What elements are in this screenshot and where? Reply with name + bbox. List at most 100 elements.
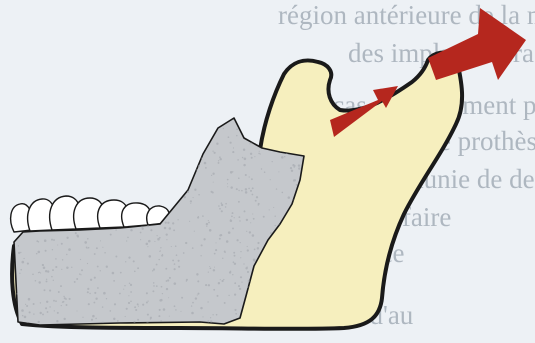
stipple-dot [124,285,125,286]
stipple-dot [250,190,252,192]
stipple-dot [146,292,148,294]
stipple-dot [51,276,53,278]
stipple-dot [45,270,47,272]
stipple-dot [63,318,65,320]
stipple-dot [256,196,258,198]
stipple-dot [174,140,175,141]
stipple-dot [134,306,136,308]
stipple-dot [38,281,40,283]
stipple-dot [15,150,17,152]
stipple-dot [272,161,273,162]
stipple-dot [35,149,37,151]
stipple-dot [189,156,191,158]
stipple-dot [148,301,149,302]
stipple-dot [117,320,119,322]
stipple-dot [62,259,63,260]
stipple-dot [90,154,93,157]
stipple-dot [150,141,152,143]
stipple-dot [77,186,78,187]
stipple-dot [33,303,35,305]
stipple-dot [78,118,80,120]
stipple-dot [180,311,181,312]
stipple-dot [236,128,238,130]
stipple-dot [282,192,284,194]
stipple-dot [145,198,146,199]
stipple-dot [128,172,130,174]
stipple-dot [172,222,174,224]
stipple-dot [172,183,174,185]
stipple-dot [126,153,128,155]
stipple-dot [77,141,79,143]
stipple-dot [217,295,219,297]
stipple-dot [66,254,67,255]
stipple-dot [49,177,51,179]
stipple-dot [157,235,158,236]
stipple-dot [298,167,300,169]
stipple-dot [240,251,241,252]
stipple-dot [180,160,182,162]
stipple-dot [46,140,47,141]
stipple-dot [101,188,102,189]
stipple-dot [232,212,234,214]
stipple-dot [174,263,176,265]
stipple-dot [162,117,164,119]
stipple-dot [96,118,97,119]
stipple-dot [167,279,169,281]
stipple-dot [42,148,43,149]
stipple-dot [62,130,63,131]
stipple-dot [156,198,158,200]
stipple-dot [243,124,244,125]
stipple-dot [228,295,229,296]
stipple-dot [296,184,298,186]
stipple-dot [29,311,31,313]
stipple-dot [219,158,221,160]
stipple-dot [223,279,224,280]
stipple-dot [17,154,19,156]
stipple-dot [253,218,255,220]
stipple-dot [243,263,244,264]
stipple-dot [257,242,259,244]
stipple-dot [232,151,234,153]
stipple-dot [84,181,86,183]
stipple-dot [102,166,104,168]
stipple-dot [249,143,250,144]
stipple-dot [252,194,254,196]
stipple-dot [248,188,250,190]
stipple-dot [207,301,208,302]
stipple-dot [18,245,19,246]
stipple-dot [16,191,19,194]
stipple-dot [208,284,210,286]
stipple-dot [235,313,237,315]
stipple-dot [103,147,105,149]
stipple-dot [190,200,192,202]
stipple-dot [61,269,62,270]
stipple-dot [42,313,44,315]
stipple-dot [91,195,93,197]
stipple-dot [159,251,160,252]
stipple-dot [113,152,115,154]
stipple-dot [156,128,158,130]
stipple-dot [239,288,241,290]
stipple-dot [232,227,234,229]
stipple-dot [110,310,112,312]
stipple-dot [156,145,158,147]
stipple-dot [173,229,175,231]
stipple-dot [236,188,238,190]
stipple-dot [178,171,179,172]
stipple-dot [166,288,168,290]
stipple-dot [240,276,242,278]
stipple-dot [160,247,161,248]
stipple-dot [241,190,243,192]
stipple-dot [90,115,91,116]
stipple-dot [51,195,53,197]
stipple-dot [94,292,96,294]
stipple-dot [224,302,226,304]
stipple-dot [240,257,241,258]
stipple-dot [12,235,14,237]
stipple-dot [104,252,106,254]
stipple-dot [68,248,71,251]
stipple-dot [74,281,76,283]
stipple-dot [35,280,37,282]
stipple-dot [22,315,24,317]
stipple-dot [252,126,254,128]
